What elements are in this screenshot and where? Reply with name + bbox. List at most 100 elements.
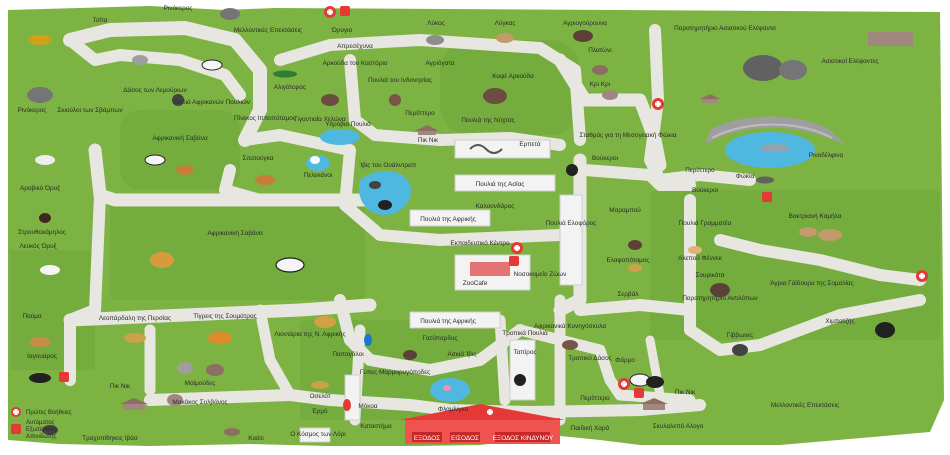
label-agria-gaidouria: Άγρια Γάϊδουρα της Σομαλίας (770, 279, 853, 287)
dolphin-icon (760, 144, 790, 152)
giraffe-icon (150, 252, 174, 268)
legend-defib-2: Εξωτερικός (26, 426, 56, 433)
goat-icon (592, 65, 608, 75)
tiger-icon (208, 332, 232, 344)
label-afrikaniki-savana-top: Αφρικανική Σαβάνα (152, 134, 208, 142)
leopard-icon (124, 333, 146, 343)
label-ibis: Ίβις του Ουάλντραπ (359, 161, 417, 169)
toucan-icon (566, 164, 578, 176)
macaque-icon (167, 394, 183, 406)
owl-icon (389, 94, 401, 106)
label-arktos: Αρκούδα του Καστόριο (323, 59, 388, 67)
poulia-afrikis-cage (409, 209, 491, 227)
legend-defib-3: Απινιδωτής (26, 433, 56, 440)
puma-icon (29, 337, 51, 347)
label-agriogourouna: Αγριογούρουνα (563, 19, 607, 27)
label-rinokeros-top: Ρινόκερος (164, 4, 193, 12)
label-asiatikoi-elefantes: Ασιατικοί Ελέφαντες (822, 57, 879, 65)
poulia-eloforos-cage (559, 194, 583, 286)
hyena-icon (562, 340, 578, 350)
label-trachypithikos: Τραχυπίθηκος Ιβάσ (82, 434, 138, 442)
zebra-icon (275, 257, 305, 273)
serval-icon (628, 264, 642, 272)
label-exodos: ΕΞΟΔΟΣ (414, 435, 440, 442)
label-elafopotamos: Ελαφοπόταμος (607, 256, 650, 264)
label-eisodos: ΕΙΣΟΔΟΣ (451, 435, 479, 442)
label-periptero-right: Περίπτερο (685, 166, 715, 174)
zebra-icon-3 (201, 59, 223, 71)
label-skiuloi: Σκιούλοι των Σβάμπων (57, 106, 122, 114)
aviary-left (344, 374, 361, 421)
oryx-icon (35, 155, 55, 165)
label-voukeroi-right: Βούκεροι (692, 186, 719, 194)
label-poulia-marmot: Γύπες Μαρμαρυγόποδες (360, 368, 430, 376)
picnic-table-icon (120, 94, 720, 410)
zoocafe-roof (470, 262, 510, 276)
label-top-left: Τσίτα (93, 16, 108, 24)
label-kosmos-loris: Ο Κόσμος των Λόρι (290, 430, 346, 438)
label-tropika: Τροπικά Πουλιά (502, 329, 548, 337)
legend-first-aid: Πρώτες Βοήθειες (26, 409, 72, 416)
pelican-icon (310, 156, 320, 164)
label-periptero-bottom: Περίπτερο (580, 394, 610, 402)
label-platoni: Πλατώνι (588, 46, 612, 54)
oryx-icon-2 (40, 265, 60, 275)
label-apresexumena: Απρεσέχυνα (337, 42, 373, 50)
defibrillator-icon (11, 424, 21, 434)
crowned-bird-icon (172, 94, 184, 106)
chimp-icon (875, 322, 895, 338)
label-tigris: Τίγρεις της Σουμάτρας (193, 312, 257, 320)
seal-icon (756, 176, 774, 184)
kosmos-loris-cage (299, 427, 331, 443)
label-poulia-nyxtas: Πουλιά της Νύχτας (461, 116, 514, 124)
label-agriogata: Αγριόγατα (426, 59, 455, 67)
monkey-icon-2 (177, 362, 193, 374)
label-tragos: Ταπίρος (514, 348, 537, 356)
camel-icon (818, 229, 842, 241)
label-araviko-oryx: Αραβικό Όρυξ (20, 184, 60, 192)
croc-icon (273, 70, 297, 78)
entrance-building-icon (400, 404, 565, 444)
label-alepou: Αλεπού Φέννεκ (678, 254, 723, 262)
toucan-icon-2 (514, 374, 526, 386)
elephant-icon-2 (779, 60, 807, 80)
label-zoocafe: ZooCafe (463, 280, 488, 287)
map-labels: Τσίτα Ρινόκερος Μελλοντικές Επεκτάσεις Ό… (18, 4, 879, 442)
animal-icons (27, 8, 895, 436)
camel-icon-2 (799, 227, 817, 237)
label-pik-nik-bottom: Πικ Νικ (675, 389, 696, 396)
label-paidiki-xara: Παιδική Χαρά (571, 424, 610, 432)
label-kaloundaros: Καλουνδάρος (476, 202, 515, 210)
paratiritirio-elefanta (868, 32, 913, 46)
legend-defib-1: Αυτόματος (26, 419, 55, 426)
dolphinarium-stands (705, 116, 845, 145)
tropika-cage (509, 339, 536, 401)
label-poulia-asias: Πουλιά της Ασίας (476, 180, 525, 188)
antelope-icon-2 (176, 165, 194, 175)
label-faros: Φάρμο (615, 356, 635, 364)
label-nosokomeio: Νοσοκομείο Ζώων (514, 270, 567, 278)
lemur-icon (132, 55, 148, 65)
label-exodos-kindynou: ΕΞΟΔΟΣ ΚΙΝΔΥΝΟΥ (493, 435, 554, 442)
label-orygio: Όρυγιο (331, 27, 353, 34)
label-afrikaniki-savana-big: Αφρικανική Σαβάνα (207, 229, 263, 237)
label-voukeroi-top: Βούκεροι (592, 154, 619, 162)
label-pik-nik-top: Πικ Νικ (418, 137, 439, 144)
label-tropiko-dasos: Τροπικό Δάσος (568, 354, 611, 362)
lion-icon (314, 316, 336, 328)
label-sourikata: Σουρικάτα (696, 271, 725, 279)
label-mokoa: Μόκοα (358, 402, 378, 410)
label-pelekanoi: Πελεκάνοι (304, 171, 333, 179)
label-rinodelfinia: Ρινοδέλφινα (809, 151, 844, 159)
boar-icon (573, 30, 593, 42)
cheetah-icon (28, 35, 52, 45)
label-katadromi: Καταστήμα (360, 423, 392, 430)
label-iaguaros: Ιαγουάρος (27, 352, 57, 360)
antelope-icon (255, 175, 275, 185)
label-paratiritirio: Παρατηρητήριο Ασιατικού Ελέφαντα (674, 24, 776, 32)
label-paratiritirio-ant: Παρατηρητήριο Αντιλόπων (682, 294, 757, 302)
label-leopardali: Λεοπάρδαλη της Περσίας (99, 314, 171, 322)
parrot-icon-2 (364, 334, 372, 346)
fox-icon (688, 246, 702, 254)
label-periptero-top: Περίπτερο (405, 109, 435, 117)
